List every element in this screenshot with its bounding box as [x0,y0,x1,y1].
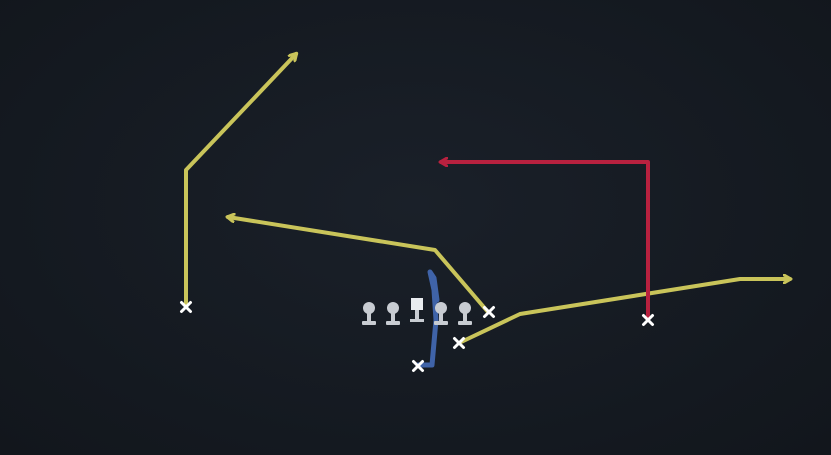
right-guard [435,302,447,314]
lineman-icon [458,302,472,325]
left-guard-stem [391,313,395,322]
right-tackle-stem [463,313,467,322]
wide-receiver-left-x-mark-icon [180,301,192,313]
right-tackle-base [458,321,472,325]
left-guard-base [386,321,400,325]
receiver-right-comeback-route [441,162,650,320]
right-tackle [459,302,471,314]
center-base [410,319,424,322]
offensive-line-layer [362,298,472,325]
center [411,298,423,310]
players-layer [180,301,654,372]
left-tackle-stem [367,313,371,322]
slot-receiver-crossing-route [228,217,490,314]
tight-end-flat-route [457,279,790,345]
wide-receiver-left-stroke-2 [180,301,192,313]
left-tackle-base [362,321,376,325]
tight-end-x-mark-icon [453,337,465,349]
quarterback-motion-route [415,269,440,368]
receiver-right-x-mark-icon [642,314,654,326]
slot-receiver-x-mark-icon [483,306,495,318]
lineman-icon [386,302,400,325]
slot-receiver-stroke-2 [483,306,495,318]
wide-receiver-left-route [184,54,296,307]
receiver-right-stroke-2 [642,314,654,326]
routes-layer [184,54,790,368]
left-tackle [363,302,375,314]
quarterback-x-mark-icon [412,360,424,372]
lineman-icon [434,302,448,325]
left-guard [387,302,399,314]
quarterback-stroke-2 [412,360,424,372]
right-guard-base [434,321,448,325]
lineman-icon [362,302,376,325]
center-square-icon [410,298,424,322]
tight-end-stroke-2 [453,337,465,349]
right-guard-stem [439,313,443,322]
center-stem [415,310,419,320]
